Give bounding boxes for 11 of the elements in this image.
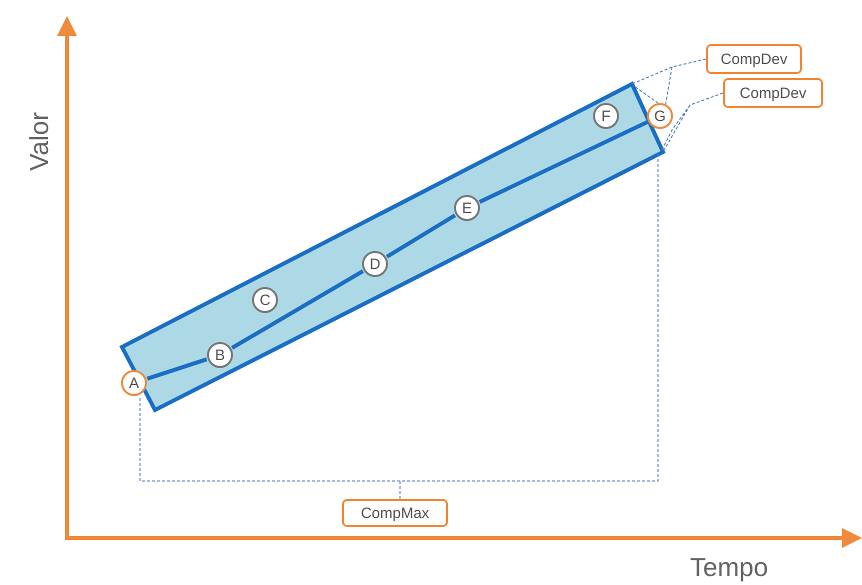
trend-line [386, 214, 456, 258]
trend-line [146, 357, 208, 381]
trend-line [478, 120, 648, 204]
parameter-label: CompDev [706, 44, 802, 74]
parameter-label: CompDev [723, 78, 823, 108]
axis-title: Tempo [690, 552, 768, 583]
axis-title: Valor [24, 112, 55, 171]
point-marker: A [121, 370, 147, 396]
trend-line [231, 269, 364, 350]
parameter-label: CompMax [342, 499, 448, 527]
point-marker: G [647, 103, 673, 129]
